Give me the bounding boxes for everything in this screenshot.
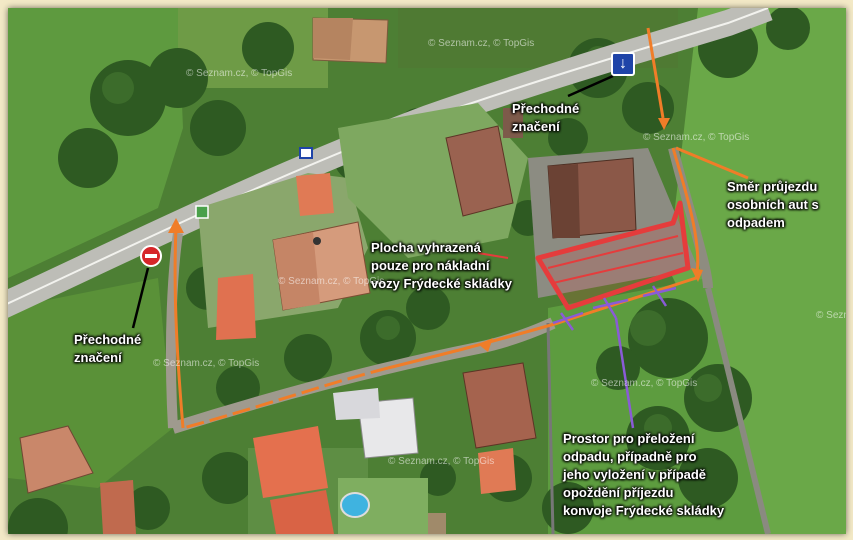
- label-transfer-area: Prostor pro přeložení odpadu, případně p…: [563, 430, 724, 520]
- label-route-direction: Směr průjezdu osobních aut s odpadem: [727, 178, 819, 232]
- label-line: opoždění příjezdu: [563, 485, 674, 500]
- fence-line: [546, 322, 555, 534]
- aerial-map[interactable]: [8, 8, 846, 534]
- tree-highlights: [102, 46, 722, 442]
- label-marking-top: Přechodné značení: [512, 100, 579, 136]
- label-line: Přechodné: [74, 332, 142, 347]
- label-line: odpadu, případně pro: [563, 449, 697, 464]
- label-line: konvoje Frýdecké skládky: [563, 503, 725, 518]
- truck-area-outline: [535, 200, 691, 311]
- label-line: pouze pro nákladní: [371, 258, 490, 273]
- small-map-icons: [195, 147, 321, 245]
- route-arrowheads: [168, 118, 703, 352]
- label-line: Směr průjezdu: [727, 179, 818, 194]
- watermark: © Seznam.cz, © TopGis: [428, 38, 535, 49]
- label-line: odpadem: [727, 215, 785, 230]
- map-frame: ↓ Přechodné značení Přechodné značení Sm…: [8, 8, 846, 534]
- buildings: [19, 17, 637, 534]
- label-line: vozy Frýdecké skládky: [371, 276, 512, 291]
- field-right: [668, 8, 846, 534]
- label-line: Plocha vyhrazená: [371, 240, 481, 255]
- one-way-sign-icon[interactable]: ↓: [611, 52, 635, 76]
- label-line: značení: [74, 350, 122, 365]
- watermark: © Seznam.cz, © TopGis: [388, 456, 495, 467]
- label-line: osobních aut s: [727, 197, 819, 212]
- watermark: © Seznam.cz, © TopGis: [278, 276, 385, 287]
- truck-area-inner-lines: [547, 235, 684, 284]
- label-line: Prostor pro přeložení: [563, 431, 695, 446]
- route-arrow: [173, 27, 749, 430]
- label-line: značení: [512, 119, 560, 134]
- watermark: © Seznam.cz, © TopGis: [186, 68, 293, 79]
- label-line: jeho vyložení v případě: [563, 467, 707, 482]
- watermark: © Seznam.cz, © TopGis: [643, 132, 750, 143]
- no-entry-sign-icon[interactable]: [140, 245, 162, 267]
- pointer-lines: [131, 74, 614, 329]
- watermark: © Sezn: [816, 310, 846, 321]
- watermark: © Seznam.cz, © TopGis: [153, 358, 260, 369]
- label-line: Přechodné: [512, 101, 580, 116]
- field-path: [705, 287, 771, 534]
- label-truck-area: Plocha vyhrazená pouze pro nákladní vozy…: [371, 239, 512, 293]
- truck-area-pointer: [477, 252, 509, 259]
- watermark: © Seznam.cz, © TopGis: [591, 378, 698, 389]
- label-marking-left: Přechodné značení: [74, 331, 141, 367]
- pool: [340, 492, 370, 518]
- garden-bed: [428, 513, 446, 534]
- transfer-marks: [552, 285, 677, 429]
